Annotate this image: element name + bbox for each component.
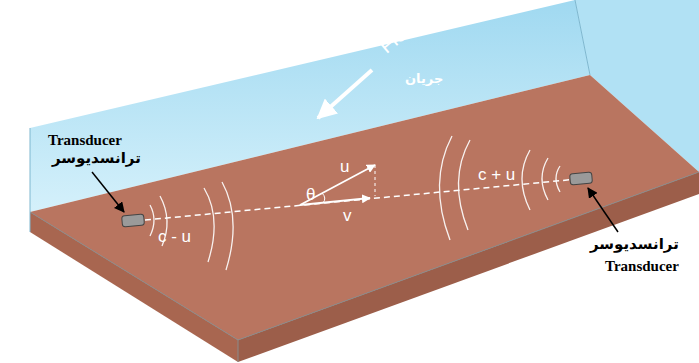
bed-front [30, 212, 238, 362]
angle-label: θ [306, 186, 315, 205]
transducer-symbol [122, 214, 145, 227]
acoustic-path [135, 179, 578, 221]
part-name: ترانسدیوسر [590, 236, 679, 253]
leader-arrow [92, 172, 124, 212]
speed-label: c + u [478, 166, 515, 185]
speed-label: c - u [158, 228, 191, 247]
wall-edge [575, 0, 590, 75]
flow-label: جریان [405, 72, 443, 86]
part-name: Transducer [48, 132, 122, 149]
sound-waves [150, 136, 560, 270]
velocity-label: u [340, 158, 349, 177]
velocity-label: v [343, 207, 352, 226]
flow-arrow [318, 70, 372, 118]
wall-edge [30, 128, 31, 232]
leader-arrow [588, 188, 618, 232]
bed-side [238, 172, 699, 362]
velocity-triangle [300, 165, 375, 205]
bed-edge [238, 340, 239, 362]
part-name: Transducer [605, 258, 679, 275]
bed-edge [30, 172, 699, 340]
part-name: ترانسدیوسر [52, 150, 141, 167]
transducer-symbol [570, 172, 593, 185]
